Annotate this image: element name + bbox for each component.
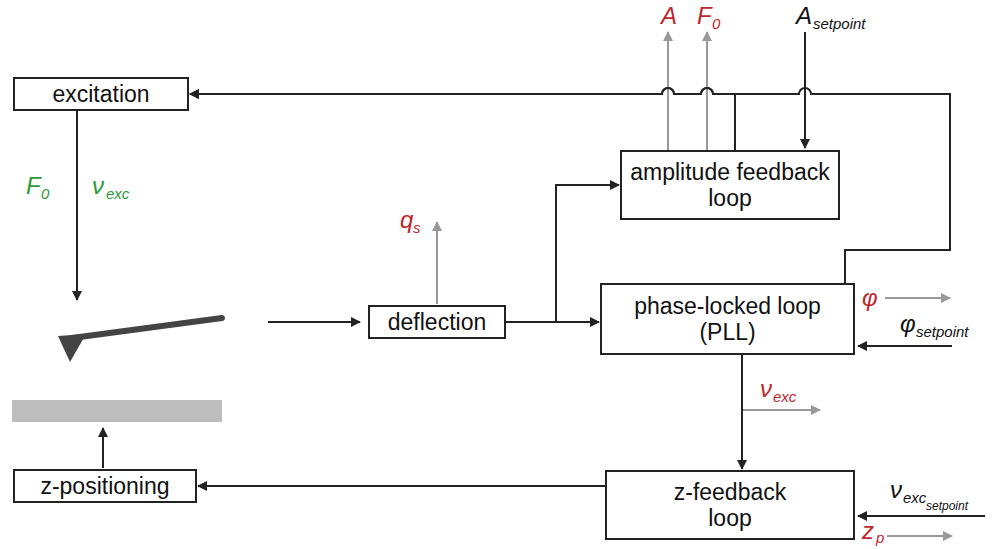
excitation-arrow bbox=[76, 107, 78, 300]
signal-name: ν bbox=[92, 174, 104, 198]
process-box: phase-locked loop (PLL) bbox=[600, 283, 855, 355]
box-label: z-feedback loop bbox=[655, 479, 805, 531]
positioning-arrow bbox=[102, 428, 104, 468]
signal-name: q bbox=[400, 208, 413, 232]
box-label: deflection bbox=[388, 309, 486, 335]
output-arrow bbox=[436, 222, 438, 304]
signal-subscript: setpoint bbox=[926, 500, 968, 512]
signal-name: F bbox=[26, 174, 41, 198]
process-box: deflection bbox=[368, 305, 506, 339]
signal-arrow bbox=[268, 321, 360, 323]
signal-subscript: s bbox=[413, 220, 421, 235]
signal-subscript: 0 bbox=[41, 186, 49, 201]
signal-subscript: exc bbox=[903, 490, 926, 505]
signal-name: ν bbox=[760, 377, 772, 401]
signal-subscript: setpoint bbox=[916, 324, 969, 339]
box-label: amplitude feedback loop bbox=[630, 159, 830, 211]
process-box: z-feedback loop bbox=[605, 470, 855, 540]
signal-subscript: p bbox=[876, 530, 884, 545]
setpoint-arrow bbox=[858, 345, 952, 347]
output-arrow bbox=[706, 32, 708, 150]
output-arrow bbox=[667, 32, 669, 150]
sample bbox=[12, 400, 222, 422]
setpoint-arrow bbox=[804, 32, 806, 148]
signal-subscript: exc bbox=[773, 389, 796, 404]
signal-connector bbox=[198, 485, 605, 487]
signal-connector bbox=[190, 88, 735, 150]
output-arrow bbox=[885, 297, 950, 299]
process-box: amplitude feedback loop bbox=[620, 150, 840, 220]
cantilever bbox=[58, 318, 222, 362]
box-label: z-positioning bbox=[40, 473, 169, 499]
signal-subscript: setpoint bbox=[813, 16, 866, 31]
output-arrow bbox=[742, 409, 820, 411]
signal-connector bbox=[190, 88, 950, 283]
box-label: excitation bbox=[52, 81, 149, 107]
signal-subscript: 0 bbox=[712, 16, 720, 31]
box-label: phase-locked loop (PLL) bbox=[628, 293, 828, 345]
signal-connector bbox=[506, 321, 599, 323]
signal-name: A bbox=[796, 4, 812, 28]
signal-connector bbox=[741, 355, 743, 469]
signal-name: z bbox=[862, 519, 874, 543]
process-box: z-positioning bbox=[13, 469, 197, 503]
signal-name: ν bbox=[890, 478, 902, 502]
setpoint-arrow bbox=[858, 515, 985, 517]
signal-name: φ bbox=[900, 312, 916, 336]
signal-subscript: exc bbox=[106, 186, 129, 201]
signal-name: φ bbox=[862, 286, 878, 310]
signal-name: A bbox=[661, 4, 677, 28]
signal-name: F bbox=[697, 4, 712, 28]
output-arrow bbox=[887, 535, 952, 537]
excitation-box: excitation bbox=[13, 77, 189, 111]
